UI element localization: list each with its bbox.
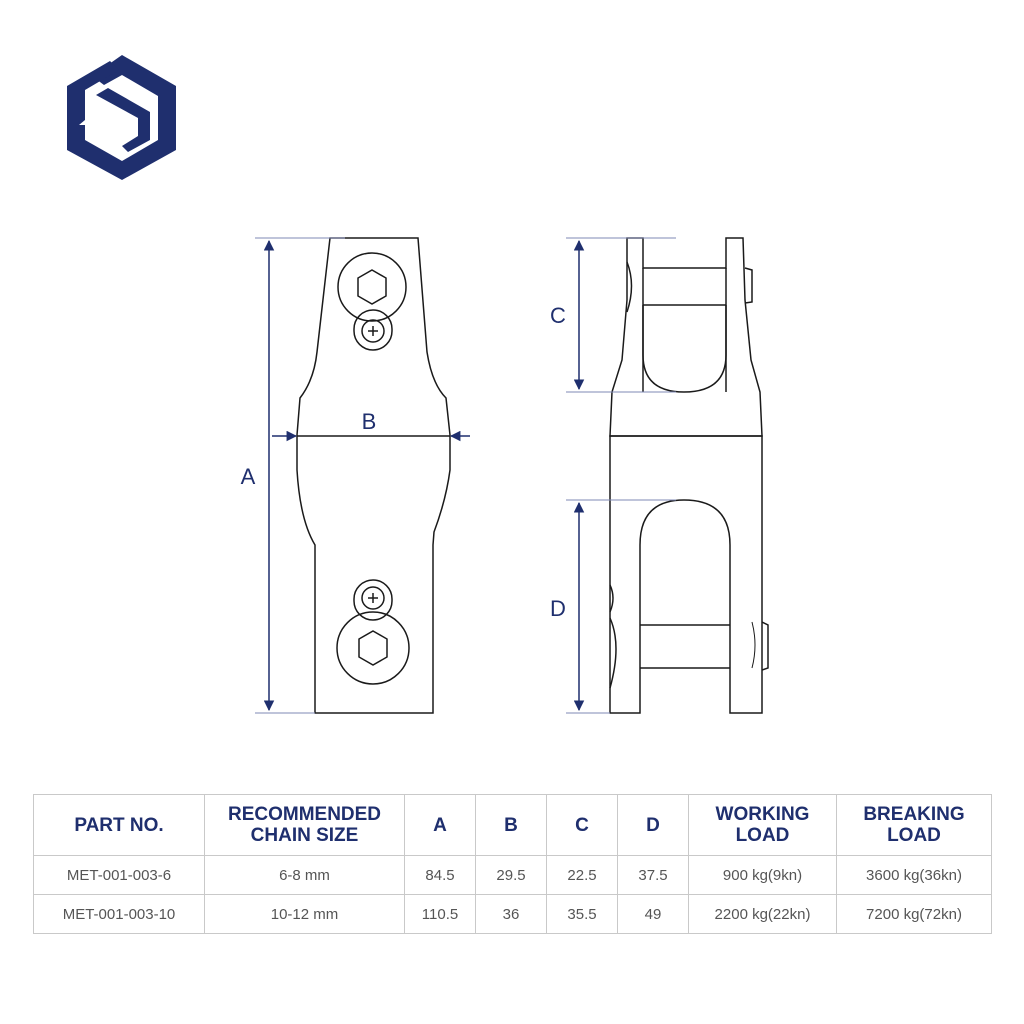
dimension-b-label: B — [362, 409, 377, 434]
top-screw-icon — [361, 319, 385, 343]
cell-breaking-load: 7200 kg(72kn) — [836, 894, 992, 934]
cell-c: 35.5 — [546, 894, 618, 934]
table-row: MET-001-003-10 10-12 mm 110.5 36 35.5 49… — [33, 894, 992, 934]
cell-part-no: MET-001-003-10 — [33, 894, 205, 934]
upper-jaw-slot — [642, 305, 727, 393]
dimension-a-label: A — [241, 464, 256, 489]
header-part-no: PART NO. — [33, 794, 205, 856]
dimension-d-label: D — [550, 596, 566, 621]
dimension-c — [566, 237, 676, 393]
side-view-upper-jaw — [609, 237, 763, 437]
hexagon-s-logo-icon — [67, 55, 176, 180]
cell-b: 29.5 — [475, 855, 547, 895]
cell-breaking-load: 3600 kg(36kn) — [836, 855, 992, 895]
bottom-screw-plate — [353, 579, 393, 621]
side-view — [609, 237, 769, 714]
cell-chain-size: 10-12 mm — [204, 894, 405, 934]
bottom-hex-socket-icon — [358, 630, 388, 666]
top-bolt-head — [337, 252, 407, 322]
cell-d: 37.5 — [617, 855, 689, 895]
cell-c: 22.5 — [546, 855, 618, 895]
side-view-lower-body — [609, 435, 763, 714]
top-hex-socket-icon — [357, 269, 387, 305]
technical-drawing: A B C D — [241, 237, 769, 714]
header-d: D — [617, 794, 689, 856]
bottom-screw-icon — [361, 586, 385, 610]
header-b: B — [475, 794, 547, 856]
header-a: A — [404, 794, 476, 856]
header-c: C — [546, 794, 618, 856]
dimension-a — [255, 237, 345, 714]
cell-a: 84.5 — [404, 855, 476, 895]
cell-b: 36 — [475, 894, 547, 934]
top-screw-plate — [353, 309, 393, 351]
dimension-d — [566, 499, 676, 714]
cell-a: 110.5 — [404, 894, 476, 934]
front-view — [296, 237, 451, 714]
bottom-bolt-head — [336, 611, 410, 685]
cell-working-load: 2200 kg(22kn) — [688, 894, 837, 934]
dimension-c-label: C — [550, 303, 566, 328]
cell-chain-size: 6-8 mm — [204, 855, 405, 895]
cell-working-load: 900 kg(9kn) — [688, 855, 837, 895]
front-view-outline — [296, 237, 451, 714]
cell-part-no: MET-001-003-6 — [33, 855, 205, 895]
table-row: MET-001-003-6 6-8 mm 84.5 29.5 22.5 37.5… — [33, 855, 992, 895]
cell-d: 49 — [617, 894, 689, 934]
